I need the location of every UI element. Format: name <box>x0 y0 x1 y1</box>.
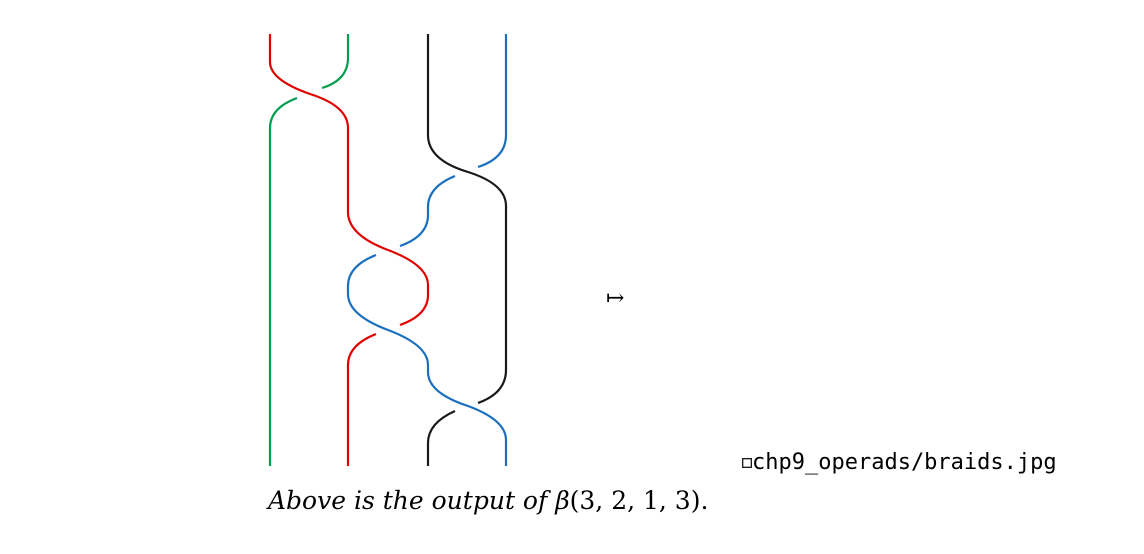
missing-image-filename: chp9_operads/braids.jpg <box>752 450 1057 475</box>
blue-strand <box>346 253 508 466</box>
blue-strand <box>399 174 456 248</box>
red-strand <box>346 332 377 466</box>
mapsto-symbol: ↦ <box>606 286 625 311</box>
broken-image-icon <box>742 458 752 468</box>
figure-caption: Above is the output of β(3, 2, 1, 3). <box>268 486 708 515</box>
caption-prefix: Above is the output of <box>268 486 556 515</box>
black-strand <box>426 409 456 466</box>
caption-args: (3, 2, 1, 3). <box>569 486 709 515</box>
red-strand <box>268 34 430 327</box>
black-strand <box>426 34 508 405</box>
green-strand <box>321 34 350 90</box>
caption-beta: β <box>555 486 570 515</box>
green-strand <box>268 96 298 466</box>
blue-strand <box>477 34 508 169</box>
missing-image-placeholder: chp9_operads/braids.jpg <box>742 450 1057 475</box>
